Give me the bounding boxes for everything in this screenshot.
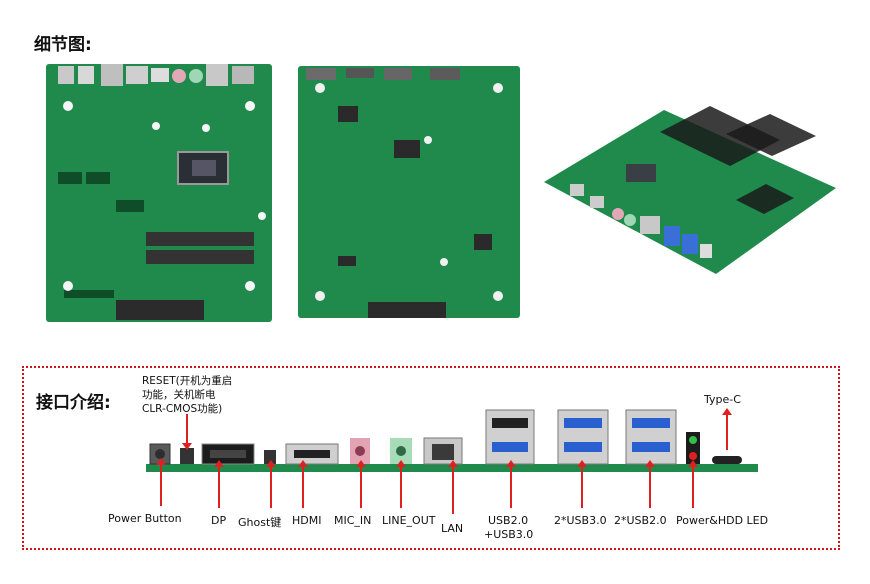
label-mic-in: MIC_IN (334, 514, 372, 527)
label-ghost: Ghost键 (238, 516, 282, 529)
arrow-line-out (396, 460, 406, 508)
arrow-ghost (266, 460, 276, 508)
label-line-out: LINE_OUT (382, 514, 436, 527)
interfaces-frame (22, 366, 840, 550)
arrow-usb-combo (506, 460, 516, 508)
label-dp: DP (211, 514, 227, 527)
detail-title: 细节图: (34, 35, 92, 55)
arrow-usb20 (645, 460, 655, 508)
board-bottom-view-image (298, 66, 520, 318)
label-usb-combo-1: USB2.0 (488, 514, 529, 527)
arrow-lan (448, 460, 458, 514)
label-power-hdd-led: Power&HDD LED (676, 514, 769, 527)
arrow-mic-in (356, 460, 366, 508)
arrow-power-button (156, 458, 166, 506)
label-usb20: 2*USB2.0 (614, 514, 667, 527)
reset-note-line-2: 功能，关机断电 (142, 389, 216, 401)
reset-note-line-1: RESET(开机为重启 (142, 375, 233, 387)
label-lan: LAN (441, 522, 464, 535)
board-angled-view-image (540, 96, 840, 282)
label-typec: Type-C (704, 393, 741, 406)
reset-note-line-3: CLR-CMOS功能) (142, 403, 223, 415)
arrow-hdmi (298, 460, 308, 508)
arrow-typec (722, 408, 732, 450)
label-power-button: Power Button (108, 512, 182, 525)
label-usb-combo-2: +USB3.0 (484, 528, 534, 541)
reset-note: RESET(开机为重启 功能，关机断电 CLR-CMOS功能) (142, 374, 232, 416)
interfaces-title: 接口介绍: (36, 393, 111, 413)
arrow-led (688, 460, 698, 508)
board-top-view-image (46, 64, 272, 322)
arrow-dp (214, 460, 224, 508)
arrow-usb30 (577, 460, 587, 508)
label-usb30: 2*USB3.0 (554, 514, 607, 527)
arrow-reset (182, 414, 192, 450)
label-hdmi: HDMI (292, 514, 322, 527)
